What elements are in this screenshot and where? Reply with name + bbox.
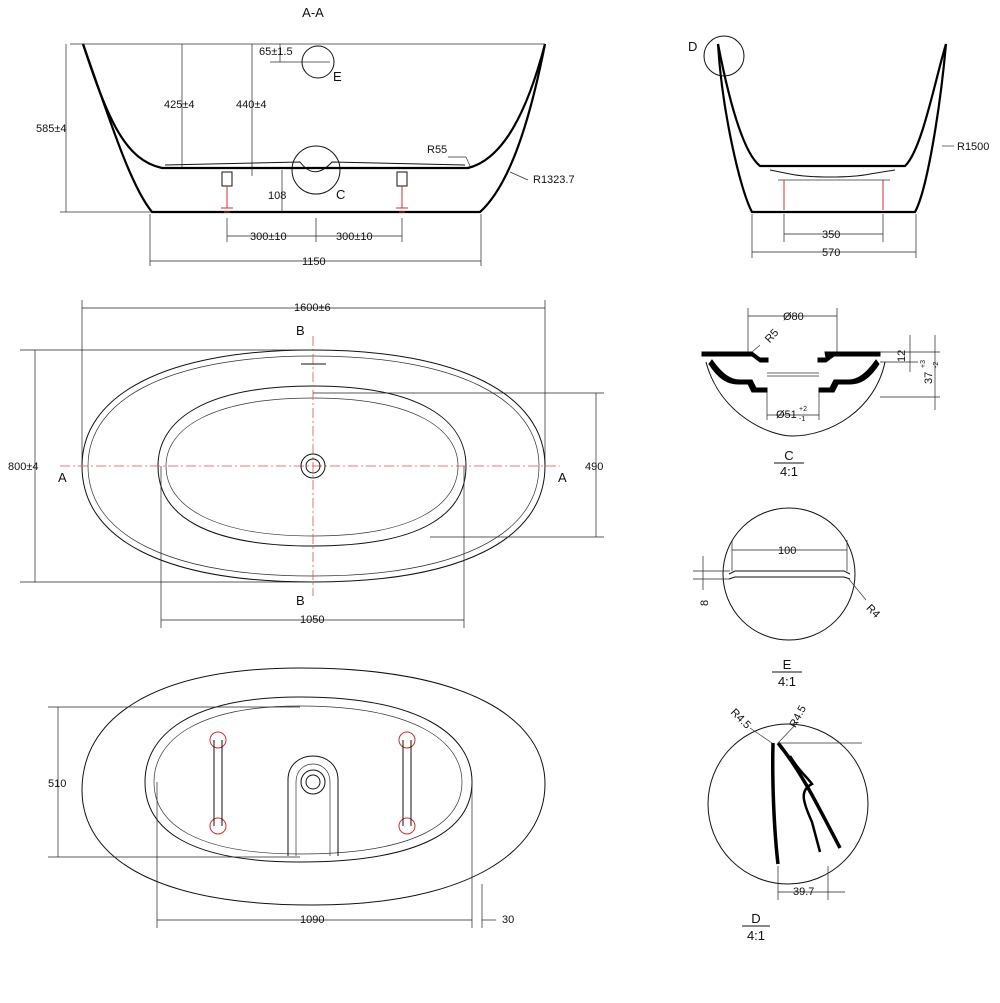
detail-e-view: 100 8 R4 E 4:1 xyxy=(693,507,882,689)
dim-440: 440±4 xyxy=(236,99,267,111)
dim-1600: 1600±6 xyxy=(294,302,331,314)
dim-585: 585±4 xyxy=(36,123,67,135)
section-aa-title: A-A xyxy=(302,5,324,20)
e-100: 100 xyxy=(778,545,796,557)
c-phi51-tol-down: -1 xyxy=(799,416,805,423)
detail-c-title: C xyxy=(784,448,793,463)
section-b-view: D R1500 350 570 xyxy=(688,35,989,259)
d-397: 39.7 xyxy=(793,886,814,898)
c-37: 37 xyxy=(923,372,935,384)
e-r4: R4 xyxy=(864,602,882,620)
detail-d-title: D xyxy=(751,911,760,926)
detail-c-scale: 4:1 xyxy=(780,464,798,479)
e-8: 8 xyxy=(699,600,711,606)
detail-c-marker: C xyxy=(336,187,345,202)
dim-350: 350 xyxy=(822,229,840,241)
c-phi80: Ø80 xyxy=(783,311,804,323)
detail-e-title: E xyxy=(783,657,792,672)
bottom-view: 510 1090 30 xyxy=(48,667,546,928)
dim-800: 800±4 xyxy=(8,461,39,473)
section-b-top-marker: B xyxy=(296,323,305,338)
r55-label: R55 xyxy=(427,144,447,156)
feet-right xyxy=(396,171,408,213)
c-phi51-tol-up: +2 xyxy=(799,406,807,413)
top-view: 1600±6 B B A A 800±4 490 1050 xyxy=(8,300,604,628)
dim-510: 510 xyxy=(48,778,66,790)
c-37-tol-down: -2 xyxy=(933,362,940,368)
dim-300-right: 300±10 xyxy=(336,231,373,243)
section-a-right-marker: A xyxy=(558,470,567,485)
dim-1090: 1090 xyxy=(300,914,324,926)
c-phi51: Ø51 xyxy=(776,409,797,421)
r1323-label: R1323.7 xyxy=(533,174,575,186)
dim-490: 490 xyxy=(585,461,603,473)
dim-30: 30 xyxy=(502,914,514,926)
feet-left xyxy=(221,171,233,213)
c-12: 12 xyxy=(896,350,908,362)
dim-300-left: 300±10 xyxy=(250,231,287,243)
bottom-feet xyxy=(209,731,416,835)
dim-425: 425±4 xyxy=(164,99,195,111)
c-r5: R5 xyxy=(763,327,781,345)
c-37-tol-up: +3 xyxy=(920,360,927,368)
section-a-a-view: A-A 585±4 425±4 440±4 65±1.5 E R55 R1323… xyxy=(36,5,575,268)
detail-d-scale: 4:1 xyxy=(747,928,765,943)
detail-c-view: Ø80 R5 12 37 +3 -2 Ø51 +2 -1 C 4:1 xyxy=(701,308,940,479)
detail-d-view: R4.5 R4.5 39.7 D 4:1 xyxy=(707,704,869,943)
dim-1050: 1050 xyxy=(300,614,324,626)
section-b-bottom-marker: B xyxy=(296,593,305,608)
detail-e-scale: 4:1 xyxy=(778,674,796,689)
dim-108: 108 xyxy=(268,190,286,202)
detail-d-marker: D xyxy=(688,39,697,54)
dim-570: 570 xyxy=(822,247,840,259)
d-r45-left: R4.5 xyxy=(728,707,753,732)
section-a-left-marker: A xyxy=(58,470,67,485)
dim-65: 65±1.5 xyxy=(259,46,293,58)
dim-1150: 1150 xyxy=(302,256,326,268)
detail-e-marker: E xyxy=(333,69,342,84)
r1500-label: R1500 xyxy=(957,141,989,153)
